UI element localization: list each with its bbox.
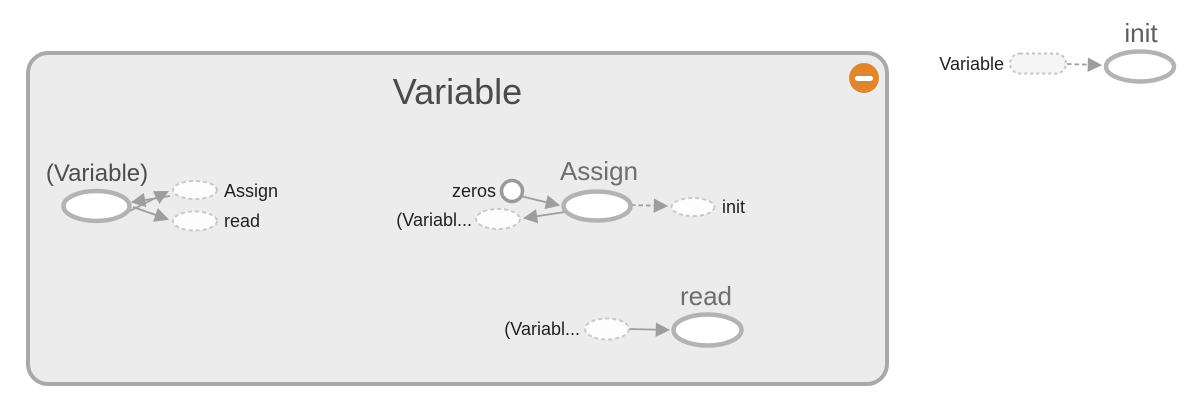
node-label-assign-proxy: Assign [224, 181, 278, 201]
node-read-op[interactable] [671, 312, 744, 348]
edge-variable-to-read-proxy [132, 206, 170, 222]
node-title-init-op: init [1124, 18, 1158, 48]
namespace-title: Variable [392, 71, 523, 112]
node-title-assign-op: Assign [560, 156, 638, 186]
minus-icon [855, 75, 873, 81]
node-assign-proxy[interactable] [172, 180, 218, 200]
edge-assign-to-init-proxy [630, 198, 669, 213]
node-title-read-op: read [680, 281, 732, 311]
edge-variable-proxy-to-read [628, 322, 671, 337]
node-variable-proxy-assign[interactable] [475, 208, 521, 230]
node-init-op[interactable] [1103, 49, 1177, 84]
node-label-read-proxy: read [224, 211, 260, 231]
node-zeros-const[interactable] [499, 178, 525, 204]
edge-zeros-to-assign [519, 195, 561, 210]
edge-variable-to-assign-proxy [127, 191, 169, 213]
node-assign-op[interactable] [561, 189, 633, 223]
node-label-variable-proxy-read: (Variabl... [504, 319, 580, 339]
node-label-variable-proxy-assign: (Variabl... [396, 210, 472, 230]
node-read-proxy[interactable] [172, 210, 218, 232]
node-label-init-proxy: init [722, 197, 745, 217]
node-label-zeros-const: zeros [452, 181, 496, 201]
node-variable-group-proxy[interactable] [1009, 52, 1067, 75]
node-variable-proxy-read[interactable] [584, 317, 630, 341]
edge-assign-proxy-to-variable [130, 192, 171, 208]
node-title-variable-op: (Variable) [46, 160, 148, 187]
edge-group-proxy-to-init [1066, 57, 1103, 72]
collapse-button[interactable] [849, 63, 879, 93]
variable-namespace-node[interactable] [26, 51, 889, 386]
node-init-proxy[interactable] [670, 197, 716, 217]
edge-assign-to-variable-proxy [522, 209, 566, 224]
node-label-variable-group-proxy: Variable [939, 54, 1004, 74]
node-variable-op[interactable] [61, 188, 132, 224]
